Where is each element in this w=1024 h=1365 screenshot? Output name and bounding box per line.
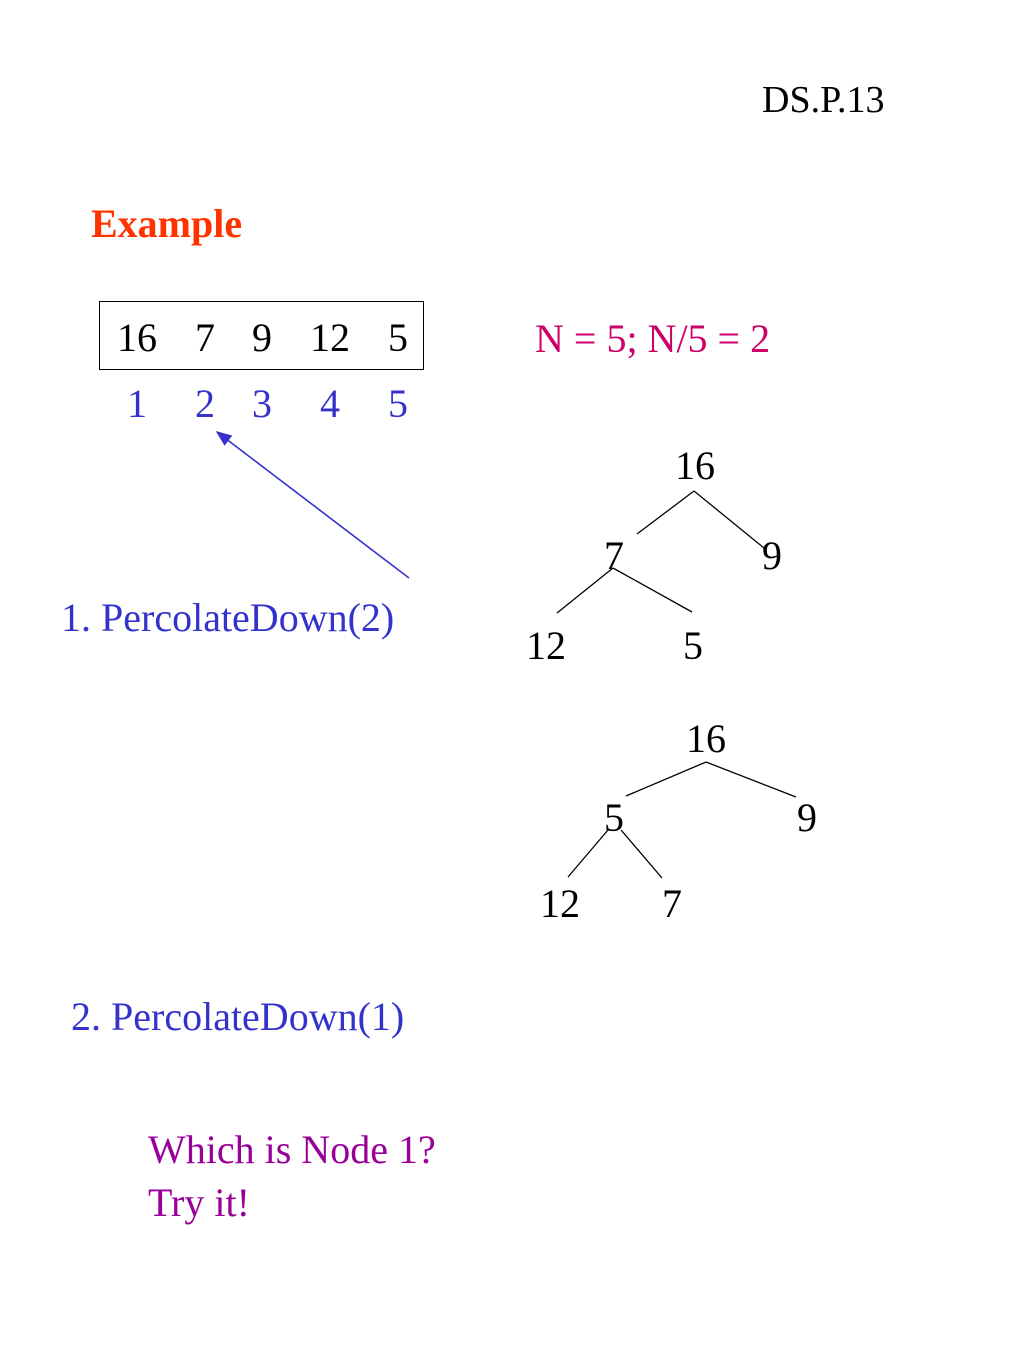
tree2-edge-root-left — [625, 761, 707, 797]
tree1-edge-root-right — [693, 490, 765, 549]
array-value: 16 — [117, 315, 157, 360]
tree1-edge-left-leftright — [612, 567, 693, 613]
n-formula: N = 5; N/5 = 2 — [535, 316, 771, 361]
question-line-1: Which is Node 1? — [148, 1127, 436, 1172]
step-1-label: 1. PercolateDown(2) — [61, 595, 395, 640]
tree2-node-left-right: 7 — [662, 881, 682, 926]
step-2-label: 2. PercolateDown(1) — [71, 994, 405, 1039]
tree1-node-left: 7 — [604, 533, 624, 578]
tree1-node-root: 16 — [675, 443, 715, 488]
tree1-node-left-right: 5 — [683, 623, 703, 668]
array-box — [99, 301, 424, 370]
array-value: 12 — [310, 315, 350, 360]
slide-title: Example — [91, 201, 243, 246]
question-block: Which is Node 1? Try it! — [148, 1123, 436, 1229]
tree2-node-left: 5 — [604, 795, 624, 840]
tree2-node-left-left: 12 — [540, 881, 580, 926]
array-value: 9 — [252, 315, 272, 360]
array-index: 5 — [388, 381, 408, 426]
array-index: 3 — [252, 381, 272, 426]
array-index: 2 — [195, 381, 215, 426]
tree1-node-right: 9 — [762, 533, 782, 578]
tree1-edge-left-leftleft — [556, 567, 614, 614]
array-value: 5 — [388, 315, 408, 360]
array-value: 7 — [195, 315, 215, 360]
arrow-to-index-2 — [215, 431, 410, 579]
array-index: 1 — [127, 381, 147, 426]
tree2-edge-left-leftright — [620, 829, 663, 879]
tree1-edge-root-left — [636, 490, 695, 535]
array-index: 4 — [320, 381, 340, 426]
slide-id: DS.P.13 — [762, 79, 885, 121]
tree2-edge-left-leftleft — [567, 829, 609, 878]
tree1-node-left-left: 12 — [526, 623, 566, 668]
tree2-node-root: 16 — [686, 716, 726, 761]
tree2-node-right: 9 — [797, 795, 817, 840]
tree2-edge-root-right — [705, 761, 797, 798]
question-line-2: Try it! — [148, 1180, 250, 1225]
